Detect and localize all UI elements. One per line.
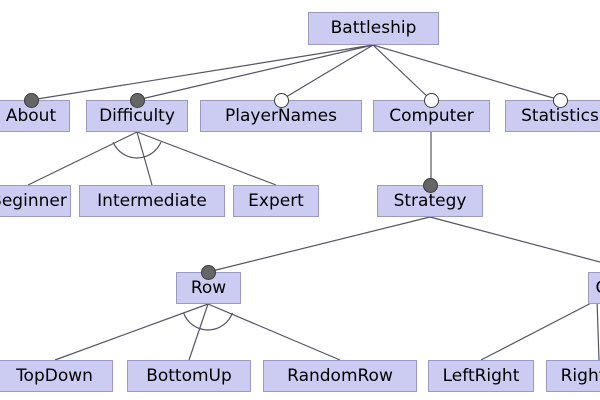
marker-optional-statistics-icon [552,92,568,108]
feature-node-label: Expert [248,190,304,211]
feature-node-expert[interactable]: Expert [233,185,319,217]
feature-node-label: LeftRight [442,365,520,386]
edge-row-to-topdown [54,303,209,361]
feature-node-label: About [5,105,57,126]
edge-column-to-leftright [480,299,598,361]
edge-difficulty-to-expert [136,131,277,186]
feature-node-label: PlayerNames [225,105,337,126]
feature-node-label: Computer [389,105,474,126]
feature-node-strategy[interactable]: Strategy [377,185,483,217]
feature-node-label: Column [589,279,600,297]
marker-optional-computer-icon [424,92,439,108]
feature-node-label: BottomUp [146,365,232,386]
feature-node-label: Difficulty [99,105,175,126]
edge-battleship-to-difficulty [136,44,374,101]
feature-node-label: Strategy [393,190,467,211]
feature-node-label: Statistics [521,105,599,126]
feature-node-statistics[interactable]: Statistics [505,100,600,132]
edge-battleship-to-computer [372,44,432,101]
group-arc-alternative-row [183,312,233,331]
feature-node-label: Intermediate [97,190,207,211]
feature-node-column[interactable]: Column [588,272,600,304]
edge-battleship-to-about [30,44,374,101]
edge-strategy-to-column [429,216,600,263]
feature-node-label: RightLeft [560,365,600,386]
feature-node-label: Battleship [330,18,417,38]
feature-node-bottomup[interactable]: BottomUp [127,360,251,392]
feature-node-label: TopDown [16,365,93,386]
feature-node-randomrow[interactable]: RandomRow [263,360,417,392]
feature-node-battleship[interactable]: Battleship [308,12,439,45]
feature-node-label: Beginner [0,190,67,211]
edge-row-to-randomrow [207,303,341,361]
feature-node-beginner[interactable]: Beginner [0,185,71,217]
marker-mandatory-strategy-icon [422,177,438,193]
edge-battleship-to-statistics [372,44,561,101]
marker-mandatory-row-icon [201,264,216,280]
edge-column-to-rightleft [596,299,600,361]
edge-difficulty-to-beginner [27,131,138,186]
edge-strategy-to-row [207,216,431,273]
edge-difficulty-to-intermediate [136,131,153,186]
edge-row-to-bottomup [188,303,209,361]
marker-optional-playernames-icon [273,92,289,108]
group-arc-alternative-difficulty [112,141,162,159]
feature-node-label: Row [190,277,227,298]
marker-mandatory-about-icon [23,92,39,108]
feature-node-rightleft[interactable]: RightLeft [546,360,600,392]
feature-node-intermediate[interactable]: Intermediate [79,185,225,217]
feature-node-topdown[interactable]: TopDown [0,360,113,392]
feature-node-leftright[interactable]: LeftRight [428,360,534,392]
edge-battleship-to-playernames [280,44,374,101]
marker-mandatory-difficulty-icon [129,92,145,108]
feature-node-label: RandomRow [287,365,393,386]
